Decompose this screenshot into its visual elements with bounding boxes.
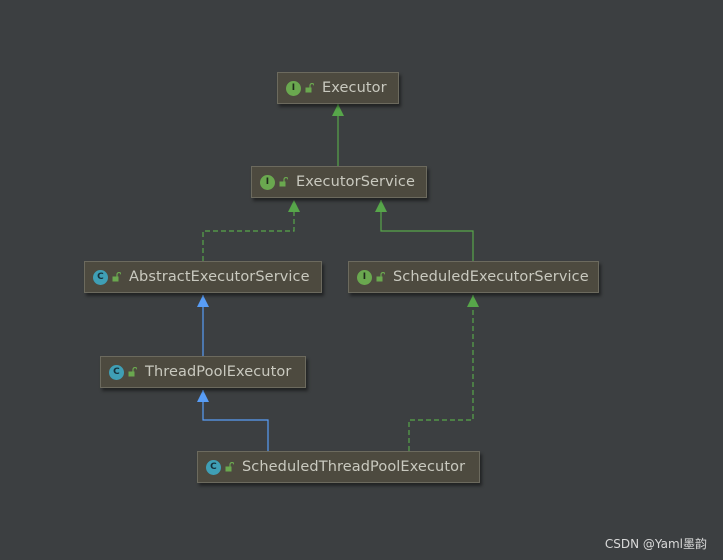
- node-executor-service[interactable]: I ExecutorService: [251, 166, 427, 198]
- edge-scheduledexecutorservice-executorservice: [375, 200, 474, 261]
- unlocked-access-icon: [112, 272, 121, 282]
- edge-abstractexecutorservice-executorservice: [202, 200, 300, 261]
- unlocked-access-icon: [305, 83, 314, 93]
- interface-icon: I: [260, 174, 275, 190]
- unlocked-access-icon: [279, 177, 288, 187]
- node-label: ExecutorService: [296, 173, 415, 190]
- watermark: CSDN @Yaml墨韵: [604, 537, 707, 551]
- node-abstract-executor-service[interactable]: C AbstractExecutorService: [84, 261, 322, 293]
- node-label: ScheduledExecutorService: [393, 268, 589, 285]
- node-label: ThreadPoolExecutor: [145, 363, 292, 380]
- node-label: AbstractExecutorService: [129, 268, 310, 285]
- node-scheduled-executor-service[interactable]: I ScheduledExecutorService: [348, 261, 599, 293]
- class-icon: C: [93, 269, 108, 285]
- class-icon: C: [109, 364, 124, 380]
- node-thread-pool-executor[interactable]: C ThreadPoolExecutor: [100, 356, 306, 388]
- unlocked-access-icon: [376, 272, 385, 282]
- unlocked-access-icon: [225, 462, 234, 472]
- class-icon: C: [206, 459, 221, 475]
- edge-scheduledthreadpoolexecutor-scheduledexecutorservice: [408, 295, 479, 451]
- unlocked-access-icon: [128, 367, 137, 377]
- node-scheduled-thread-pool-executor[interactable]: C ScheduledThreadPoolExecutor: [197, 451, 480, 483]
- interface-icon: I: [357, 269, 372, 285]
- node-executor[interactable]: I Executor: [277, 72, 399, 104]
- node-label: Executor: [322, 79, 387, 96]
- interface-icon: I: [286, 80, 301, 96]
- node-label: ScheduledThreadPoolExecutor: [242, 458, 466, 475]
- edge-scheduledthreadpoolexecutor-threadpoolexecutor: [197, 390, 269, 451]
